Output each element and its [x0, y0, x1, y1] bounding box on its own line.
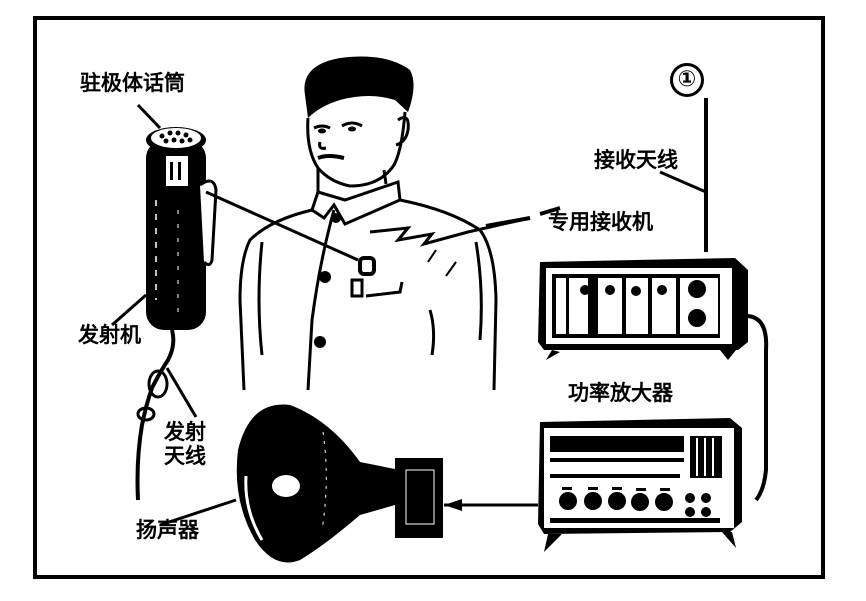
receiver-amplifier-cable: [747, 314, 769, 502]
leader-line-transmitter: [111, 293, 147, 327]
lapel-microphone-icon: [350, 256, 404, 298]
transmit-antenna-wire: [135, 329, 176, 501]
microphone-grille-icon: [159, 130, 193, 144]
amplifier-knobs: [559, 487, 711, 517]
leader-line-microphone: [136, 103, 162, 130]
loudspeaker-device: [236, 404, 443, 563]
label-transmit-antenna-line2: 天线: [164, 444, 206, 468]
label-transmitter: 发射机: [78, 323, 141, 347]
radio-signal-icon: [369, 216, 531, 247]
label-microphone: 驻极体话筒: [80, 71, 185, 95]
label-receive-antenna: 接收天线: [594, 148, 678, 172]
leader-line-loudspeaker: [159, 498, 237, 527]
person-figure: [238, 56, 498, 391]
power-amplifier-device: [538, 418, 742, 552]
label-transmit-antenna-line1: 发射: [164, 420, 206, 444]
microphone-cable: [205, 190, 359, 262]
label-receiver: 专用接收机: [548, 210, 653, 234]
arrow-icon: [444, 499, 462, 511]
figure-border: [33, 16, 825, 579]
figure-number: ①: [670, 63, 704, 97]
label-transmit-antenna: 发射 天线: [164, 420, 212, 468]
label-power-amplifier: 功率放大器: [568, 381, 673, 405]
leader-line-receive-antenna: [659, 170, 707, 194]
receiver-device: [538, 258, 748, 360]
leader-line-transmit-antenna: [165, 367, 198, 418]
label-loudspeaker: 扬声器: [136, 518, 199, 542]
transmitter-device: [146, 127, 218, 330]
